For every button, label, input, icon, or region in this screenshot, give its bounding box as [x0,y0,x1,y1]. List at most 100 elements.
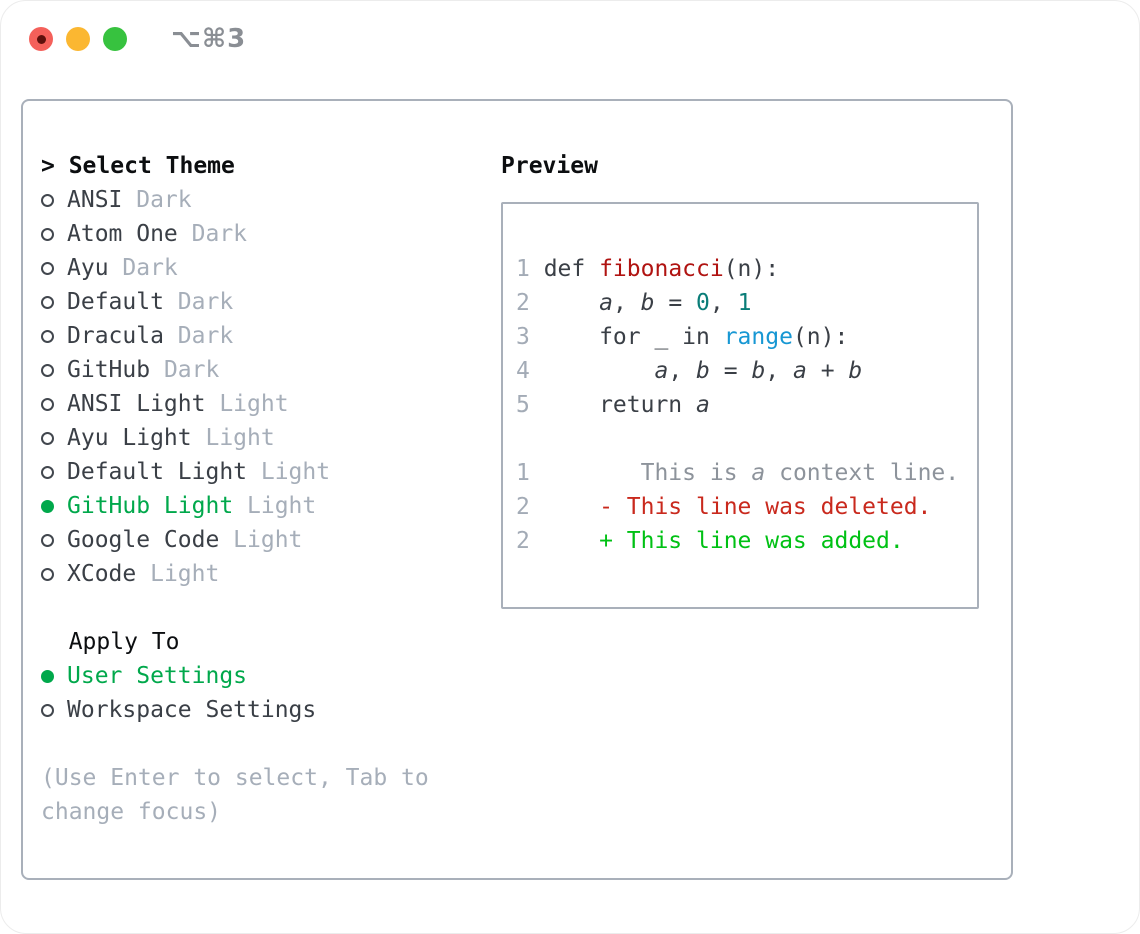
code-segment-ctxvar: a [751,460,766,486]
preview-line: 3 for _ in range(n): [516,320,977,354]
theme-variant-label: Light [233,527,303,553]
code-segment-var: a [654,358,669,384]
apply-option-workspace-settings[interactable]: Workspace Settings [41,693,501,727]
theme-variant-label: Light [247,493,317,519]
theme-variant-label: Light [260,459,331,485]
code-segment-plain: = [654,290,697,316]
code-segment-plain: , [612,290,641,316]
option-label: GitHub [67,357,151,383]
theme-option-dracula[interactable]: Dracula Dark [41,319,501,353]
theme-variant-label: Light [219,391,289,417]
radio-icon [41,431,54,445]
option-label: User Settings [67,663,248,689]
line-number: 3 [516,324,530,350]
code-segment-builtin: range [723,324,793,350]
theme-option-default-light[interactable]: Default Light Light [41,455,501,489]
preview-line [516,422,977,456]
line-number: 1 [516,256,530,282]
apply-option-user-settings[interactable]: User Settings [41,659,501,693]
code-segment-plain: , [709,290,738,316]
preview-line: 2 + This line was added. [516,524,977,558]
theme-variant-label: Dark [122,255,178,281]
theme-variant-label: Dark [136,187,192,213]
option-label: ANSI Light [67,391,206,417]
line-number: 2 [516,528,530,554]
option-label: Workspace Settings [67,697,317,723]
theme-variant-label: Light [150,561,220,587]
theme-option-ayu[interactable]: Ayu Dark [41,251,501,285]
line-number: 2 [516,290,530,316]
preview-line: 5 return a [516,388,977,422]
radio-icon [41,227,54,241]
code-segment-context: context line. [765,460,960,486]
option-label: Google Code [67,527,220,553]
option-label: XCode [67,561,137,587]
radio-icon [41,193,54,207]
theme-option-xcode[interactable]: XCode Light [41,557,501,591]
theme-variant-label: Light [205,425,275,451]
code-segment-del: - This line was deleted. [543,494,932,520]
hint-text-line-2: change focus) [41,799,222,825]
code-segment-num: 1 [737,290,752,316]
radio-icon [41,363,54,377]
option-label: Default [67,289,164,315]
theme-option-ayu-light[interactable]: Ayu Light Light [41,421,501,455]
option-label: ANSI [67,187,123,213]
preview-line: 4 a, b = b, a + b [516,354,977,388]
minimize-button-icon[interactable] [66,27,90,51]
theme-variant-label: Dark [163,357,220,383]
radio-icon [41,329,54,343]
theme-option-atom-one[interactable]: Atom One Dark [41,217,501,251]
radio-icon [41,397,54,411]
theme-option-default[interactable]: Default Dark [41,285,501,319]
preview-line: 1 This is a context line. [516,456,977,490]
theme-variant-label: Dark [177,323,234,349]
select-theme-title: Select Theme [68,153,235,179]
select-theme-header: > Select Theme [41,149,501,183]
option-label: Dracula [67,323,164,349]
code-segment-var: b [696,358,710,384]
theme-variant-label: Dark [191,221,248,247]
theme-option-ansi-light[interactable]: ANSI Light Light [41,387,501,421]
radio-icon [41,567,54,581]
code-segment-var: b [751,358,766,384]
spacer [41,591,501,625]
option-label: Ayu Light [67,425,192,451]
code-segment-plain [544,358,655,384]
prompt-arrow-icon: > [41,153,69,179]
option-label: Atom One [67,221,178,247]
theme-option-google-code[interactable]: Google Code Light [41,523,501,557]
option-label: Default Light [67,459,248,485]
code-segment-plain: (n): [723,256,780,282]
code-segment-plain: , [668,358,697,384]
close-button-icon[interactable] [29,27,53,51]
line-number: 1 [516,460,530,486]
code-segment-plain: def [543,256,600,282]
titlebar: ⌥⌘3 [1,1,1139,75]
code-segment-var: a [696,392,710,418]
radio-selected-icon [41,499,54,513]
code-segment-plain: , [765,358,793,384]
preview-title: Preview [501,153,598,179]
theme-variant-label: Dark [177,289,234,315]
theme-option-github[interactable]: GitHub Dark [41,353,501,387]
line-number: 4 [516,358,530,384]
code-segment-var: b [848,358,863,384]
apply-to-header: Apply To [68,629,180,655]
radio-icon [41,533,54,547]
code-segment-var: b [640,290,655,316]
zoom-button-icon[interactable] [103,27,127,51]
code-segment-add: + This line was added. [543,528,904,554]
option-label: Ayu [67,255,109,281]
theme-option-ansi[interactable]: ANSI Dark [41,183,501,217]
radio-icon [41,295,54,309]
code-segment-plain: (n): [792,324,849,350]
